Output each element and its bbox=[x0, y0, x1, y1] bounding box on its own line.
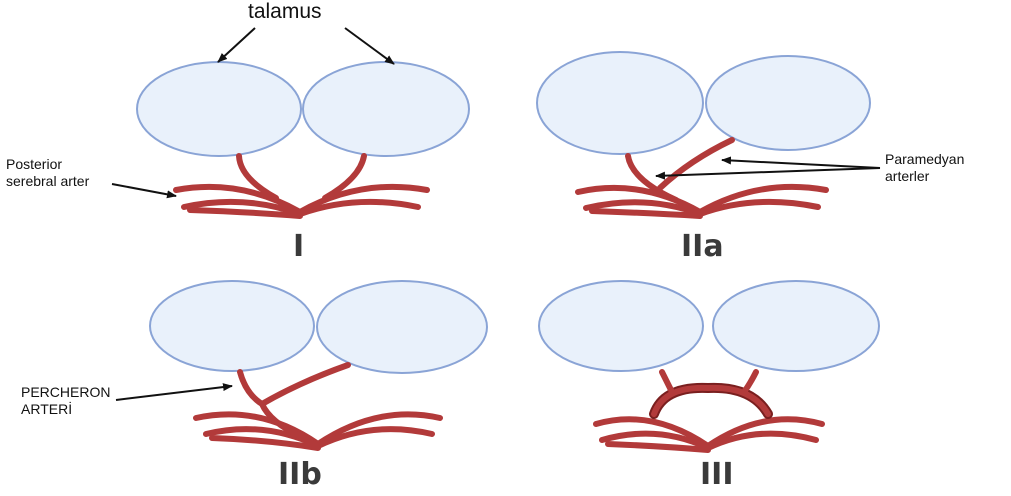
thalamus-left bbox=[539, 281, 703, 371]
artery-arcade bbox=[654, 372, 768, 414]
panel-type-i bbox=[137, 62, 469, 216]
thalamus-left bbox=[150, 281, 314, 371]
percheron-artery bbox=[240, 365, 348, 436]
type-label-iia: IIa bbox=[681, 232, 724, 262]
posterior-cerebral-artery-label: Posterior serebral arter bbox=[6, 156, 89, 190]
panel-type-iii bbox=[539, 281, 879, 450]
thalamus-right bbox=[713, 281, 879, 371]
posterior-cerebral-arteries bbox=[176, 187, 427, 216]
thalamus-right bbox=[706, 56, 870, 150]
arrow-paramedyan-1 bbox=[722, 160, 880, 168]
panel-type-iia bbox=[537, 52, 870, 216]
type-label-iii: III bbox=[700, 460, 734, 490]
talamus-label: talamus bbox=[248, 0, 322, 24]
arrow-percheron bbox=[116, 386, 232, 400]
arrow-talamus-right bbox=[345, 28, 394, 64]
type-label-iib: IIb bbox=[278, 460, 322, 490]
posterior-cerebral-arteries bbox=[596, 419, 822, 450]
thalamus-left bbox=[537, 52, 703, 154]
thalamus-right bbox=[317, 281, 487, 373]
panel-type-iib bbox=[150, 281, 487, 448]
percheron-artery-label: PERCHERON ARTERİ bbox=[21, 384, 110, 418]
paramedian-arteries-label: Paramedyan arterler bbox=[885, 151, 964, 185]
arrow-talamus-left bbox=[218, 28, 255, 62]
type-label-i: I bbox=[293, 232, 304, 262]
posterior-cerebral-arteries bbox=[196, 414, 440, 448]
thalamus-right bbox=[303, 62, 469, 156]
arrow-paramedyan-2 bbox=[656, 168, 880, 176]
posterior-cerebral-arteries bbox=[578, 187, 826, 216]
arrow-posterior bbox=[112, 184, 176, 196]
thalamus-left bbox=[137, 62, 301, 156]
